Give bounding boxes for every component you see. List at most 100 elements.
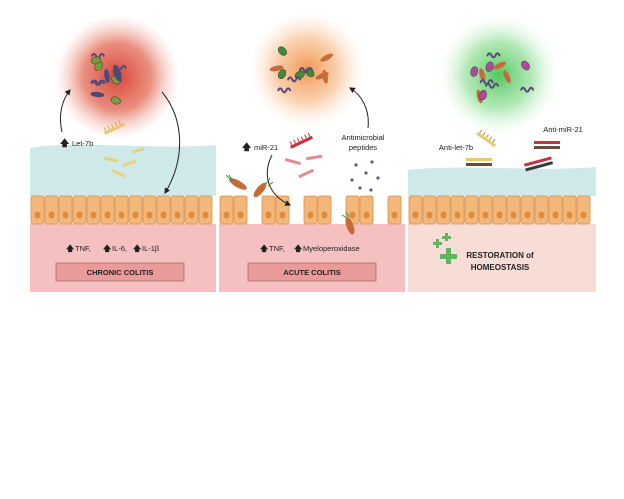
cell-nucleus [426,211,433,219]
epithelial-cell [548,195,563,225]
tissue-block [219,224,405,292]
epithelial-cell [184,195,199,225]
cell-nucleus [188,211,195,219]
cell-nucleus [321,211,328,219]
epithelial-cell [156,195,171,225]
epithelial-cell [128,195,143,225]
epithelial-cells [408,195,591,225]
bacteria-icon [470,66,479,77]
svg-text:🡅: 🡅 [66,244,75,253]
bacteria-icon [521,60,530,71]
bacteria-icon [269,65,284,72]
epithelial-cell [436,195,451,225]
bacteria-icon [479,89,487,101]
cytokine-markers: 🡅 TNF, 🡅 IL-6, 🡅 IL-1β [66,244,160,253]
svg-text:IL-6,: IL-6, [112,244,127,253]
epithelial-cell [534,195,549,225]
epithelial-cells [30,195,213,225]
epithelial-cell [86,195,101,225]
bacteria-icon [110,96,121,105]
up-arrow-icon: 🡅 [242,142,252,152]
bacteria-icon [287,76,302,83]
arrow-up-icon [59,89,71,133]
anti-mir21-label: Anti-miR-21 [543,125,583,134]
panel-restoration: Anti-let-7b Anti-miR-21 RESTORATION of H… [408,15,596,292]
bacteria-icon [322,69,328,84]
cell-nucleus [510,211,517,219]
cell-nucleus [118,211,125,219]
cell-nucleus [496,211,503,219]
bacteria-icon [113,65,122,78]
cell-nucleus [223,211,230,219]
svg-text:Myeloperoxidase: Myeloperoxidase [303,244,360,253]
epithelial-cells-damaged [219,195,402,225]
cell-nucleus [174,211,181,219]
svg-text:TNF,: TNF, [75,244,91,253]
up-arrow-icon: 🡅 [60,138,70,148]
epithelial-cell [275,195,290,225]
cell-nucleus [104,211,111,219]
cell-nucleus [146,211,153,219]
arrow-down-icon [266,154,292,206]
bacteria-icon [112,69,122,82]
bacteria-icon [225,174,355,235]
epithelial-cell [387,195,402,225]
svg-text:🡅: 🡅 [294,244,303,253]
epithelial-cell [303,195,318,225]
homeostasis-glow [439,15,559,135]
panel-chronic: 🡅 Let-7b 🡅 TNF, 🡅 IL-6, 🡅 IL-1β CHRONIC … [30,15,216,292]
arrow-down-icon [161,91,181,195]
epithelial-cell [261,195,276,225]
bacteria-icon [94,61,104,72]
svg-text:🡅: 🡅 [133,244,142,253]
duplex-icon [466,141,560,172]
cell-nucleus [468,211,475,219]
cell-nucleus [349,211,356,219]
bacteria-cluster [470,52,535,104]
bacteria-icon [277,46,287,56]
svg-text:TNF,: TNF, [269,244,285,253]
bacteria-cluster [269,46,333,94]
epithelial-cell [317,195,332,225]
tissue-block [30,224,216,292]
epithelial-cell [464,195,479,225]
bacteria-icon [277,69,287,80]
let7b-label: Let-7b [72,139,93,148]
epithelial-cell [562,195,577,225]
epithelial-cell [58,195,73,225]
mucus-layer [408,167,596,196]
bacteria-icon [485,82,500,89]
rna-strand-icon [289,132,314,149]
condition-box [55,262,185,282]
epithelial-cell [170,195,185,225]
bacteria-icon [485,61,494,72]
cell-nucleus [552,211,559,219]
cytokine-markers: 🡅 TNF, 🡅 Myeloperoxidase [260,244,360,253]
cell-nucleus [237,211,244,219]
bacteria-icon [503,70,511,84]
epithelial-cell [506,195,521,225]
svg-text:🡅: 🡅 [103,244,112,253]
cell-nucleus [132,211,139,219]
homeostasis-label: HOMEOSTASIS [471,263,530,272]
condition-label: CHRONIC COLITIS [87,268,154,277]
cell-nucleus [412,211,419,219]
bacteria-icon [298,67,313,73]
antimicrobial-label: Antimicrobial [342,133,385,142]
restoration-label: RESTORATION of [466,251,534,260]
cell-nucleus [90,211,97,219]
cell-nucleus [265,211,272,219]
epithelial-cell [44,195,59,225]
epithelial-cell [576,195,591,225]
bacteria-icon [493,61,507,70]
tissue-block [408,224,596,292]
bacteria-icon [320,53,333,62]
epithelial-cell [520,195,535,225]
epithelial-cell [198,195,213,225]
cell-nucleus [62,211,69,219]
bacteria-icon [104,69,110,83]
arrow-up-icon [348,87,369,129]
condition-box [247,262,377,282]
cell-nucleus [482,211,489,219]
